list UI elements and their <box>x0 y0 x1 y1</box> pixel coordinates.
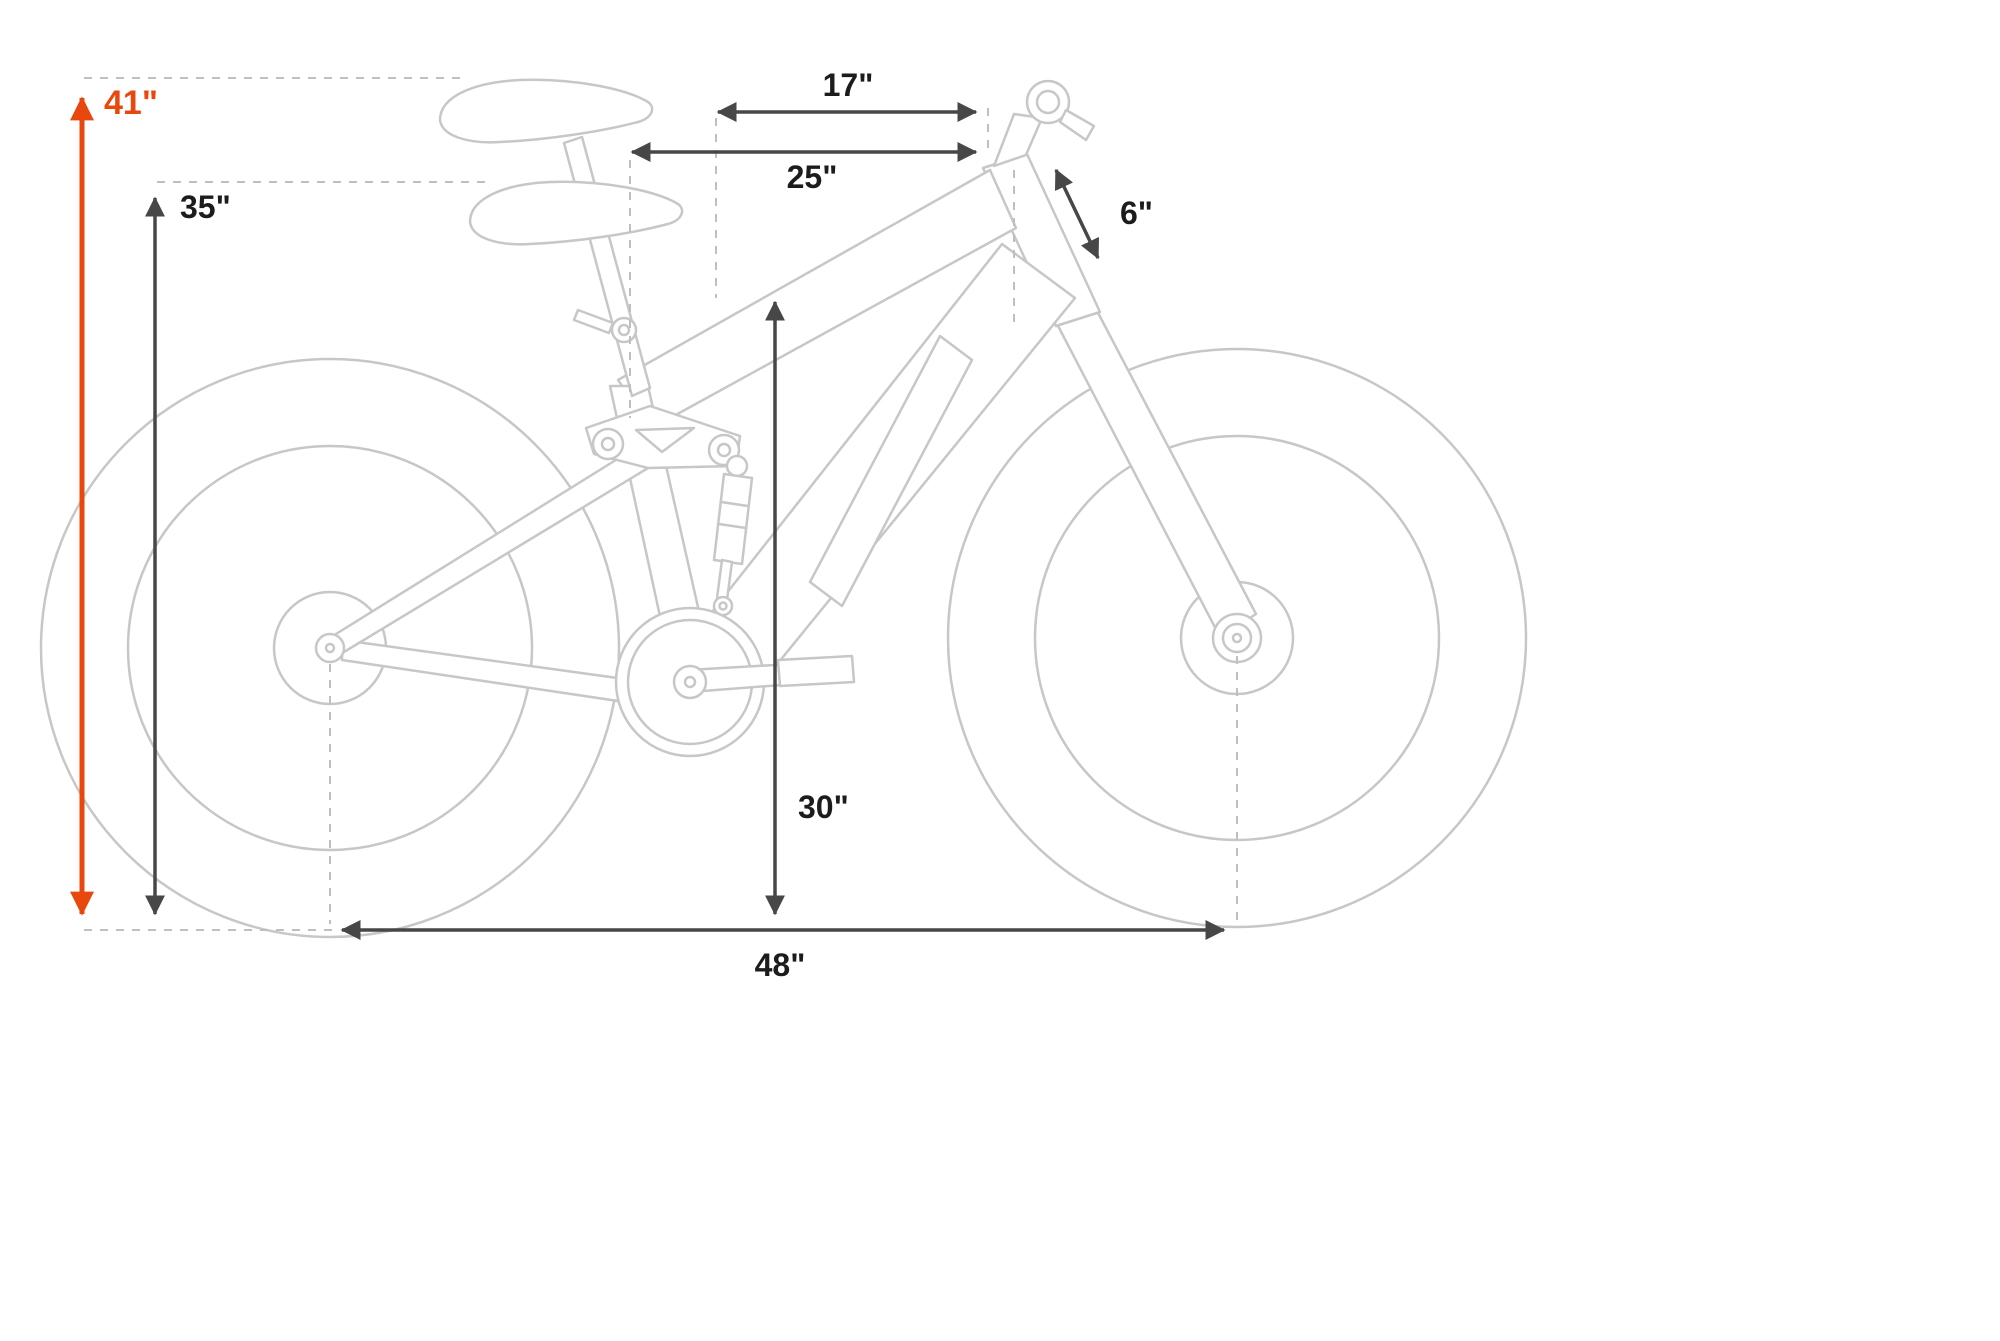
dim-label-6: 6" <box>1120 195 1153 231</box>
dim-label-48: 48" <box>755 947 806 983</box>
seat-clamp-bolt <box>617 323 631 337</box>
shock-bottom-bolt <box>718 601 728 611</box>
rear-rim <box>126 444 534 852</box>
fork <box>1054 307 1263 664</box>
dim-label-30: 30" <box>798 789 849 825</box>
seatstay <box>334 438 660 654</box>
saddle-lowered <box>468 180 684 246</box>
rocker-pivot-left <box>591 427 625 461</box>
axle-caps <box>314 622 1253 664</box>
saddle-raised <box>438 78 654 144</box>
dimension-labels: 41" 35" 17" 25" 6" 30" 48" <box>104 67 1153 983</box>
seatpost <box>562 135 652 398</box>
shock-top-eyelet <box>725 454 749 478</box>
rear-suspension <box>584 404 754 617</box>
dim-label-25: 25" <box>787 159 838 195</box>
bottom-bracket-bolt <box>683 675 697 689</box>
rocker-pivot-left-bolt <box>600 436 616 452</box>
dim-label-17: 17" <box>823 67 874 103</box>
dim-label-41: 41" <box>104 84 158 122</box>
fork-leg <box>1054 307 1258 639</box>
front-axle <box>1221 622 1253 654</box>
bike-illustration <box>39 78 1528 939</box>
dimension-arrows <box>70 96 1226 940</box>
rear-axle <box>314 632 346 664</box>
stem <box>992 112 1044 168</box>
guide-lines <box>84 77 1238 931</box>
shock-body <box>712 472 754 566</box>
front-axle-center <box>1231 632 1243 644</box>
rear-axle-center <box>324 642 336 654</box>
drivetrain <box>614 606 856 758</box>
battery-panel <box>808 334 974 608</box>
handlebar-stem <box>992 79 1096 168</box>
dim-arrow-6 <box>1054 168 1100 260</box>
frame <box>334 152 1102 714</box>
rocker-pivot-right-bolt <box>716 442 732 458</box>
front-tire-outline <box>946 347 1528 929</box>
seat-clamp <box>610 316 638 344</box>
brake-lever <box>1058 108 1096 142</box>
dim-label-35: 35" <box>180 189 231 225</box>
shock-rings <box>717 500 750 530</box>
bottom-bracket <box>672 664 708 700</box>
rear-tire-outline <box>39 357 621 939</box>
rocker-cutout <box>634 426 696 454</box>
seat-clamp-lever <box>572 308 615 335</box>
pedal <box>776 654 856 688</box>
seatpost-and-saddles <box>438 78 684 398</box>
grip-end <box>1025 79 1071 125</box>
grip-end-inner <box>1035 89 1061 115</box>
